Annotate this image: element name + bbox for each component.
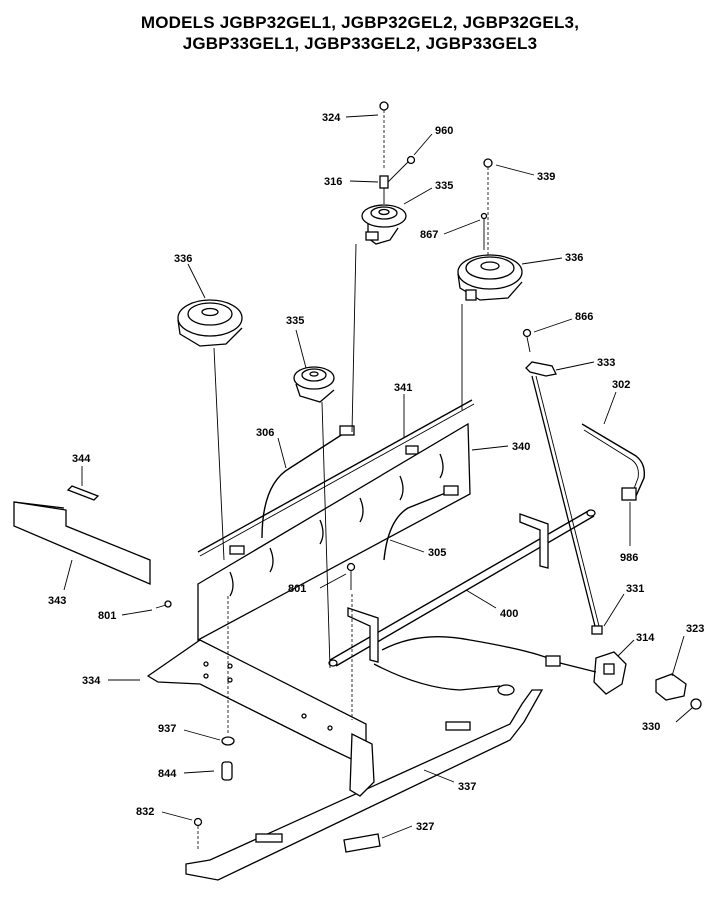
part-306-gas-tube — [261, 425, 355, 539]
callout-335-top: 335 — [435, 180, 453, 192]
part-336-burner-right — [457, 254, 523, 301]
callout-400: 400 — [500, 608, 518, 620]
callout-labels: 324 960 316 335 339 867 336 336 866 335 … — [48, 112, 704, 833]
callout-801-left: 801 — [98, 610, 116, 622]
part-331-rod — [531, 375, 603, 635]
callout-866: 866 — [575, 311, 593, 323]
callout-316: 316 — [324, 176, 342, 188]
part-867-screw — [480, 212, 488, 250]
part-832-screw — [193, 817, 203, 850]
part-866-screw — [522, 328, 532, 353]
part-316-orifice — [379, 175, 389, 204]
part-337-lower-frame — [185, 663, 544, 881]
part-336-burner-left — [177, 299, 243, 347]
callout-306: 306 — [256, 427, 274, 439]
part-connection-wire — [381, 636, 597, 673]
models-title-line-1: MODELS JGBP32GEL1, JGBP32GEL2, JGBP32GEL… — [140, 13, 580, 32]
part-327-plate — [343, 833, 381, 853]
callout-336-left: 336 — [174, 253, 192, 265]
callout-336-right: 336 — [565, 252, 583, 264]
part-341-rod — [197, 399, 475, 557]
callout-327: 327 — [416, 821, 434, 833]
callout-335-middle: 335 — [286, 315, 304, 327]
part-302-tube — [581, 423, 646, 501]
callout-340: 340 — [512, 441, 530, 453]
callout-801-right: 801 — [288, 583, 306, 595]
callout-832: 832 — [136, 806, 154, 818]
models-title-line-2: JGBP33GEL1, JGBP33GEL2, JGBP33GEL3 — [182, 34, 538, 53]
callout-314: 314 — [636, 632, 655, 644]
callout-937: 937 — [158, 723, 176, 735]
callout-344: 344 — [72, 453, 91, 465]
callout-330: 330 — [642, 721, 660, 733]
callout-305: 305 — [428, 547, 446, 559]
callout-337: 337 — [458, 781, 476, 793]
callout-339: 339 — [537, 171, 555, 183]
part-339-screw — [483, 158, 493, 255]
part-340-manifold-panel — [197, 422, 471, 642]
callout-867: 867 — [420, 229, 438, 241]
callout-323: 323 — [686, 623, 704, 635]
callout-343: 343 — [48, 595, 66, 607]
part-937-grommet — [221, 700, 235, 746]
part-323-switch — [655, 673, 687, 701]
leader-lines — [63, 114, 693, 839]
part-324-screw — [379, 101, 389, 170]
part-335-burner-middle — [293, 366, 335, 403]
callout-844: 844 — [158, 768, 177, 780]
part-333-bracket — [525, 361, 557, 377]
part-343-side-panel — [13, 501, 151, 585]
part-801-screw-right — [346, 562, 356, 590]
part-314-valve — [593, 651, 627, 695]
part-335-burner-top — [361, 204, 407, 245]
part-960-fitting — [387, 155, 416, 183]
callout-324: 324 — [322, 112, 341, 124]
callout-341: 341 — [394, 382, 412, 394]
part-344-strip — [66, 485, 100, 501]
callout-302: 302 — [612, 379, 630, 391]
assembly-lines — [213, 243, 463, 720]
callout-960: 960 — [435, 125, 453, 137]
part-400-bracket — [347, 513, 549, 663]
callout-331: 331 — [626, 583, 644, 595]
part-801-screw-left — [155, 600, 172, 609]
callout-334: 334 — [82, 675, 101, 687]
part-305-gas-tube — [383, 485, 459, 561]
callout-986: 986 — [620, 552, 638, 564]
diagram-header: MODELS JGBP32GEL1, JGBP32GEL2, JGBP32GEL… — [0, 12, 720, 54]
part-844-bolt — [221, 761, 233, 781]
part-330-cap — [690, 698, 702, 710]
callout-333: 333 — [597, 357, 615, 369]
